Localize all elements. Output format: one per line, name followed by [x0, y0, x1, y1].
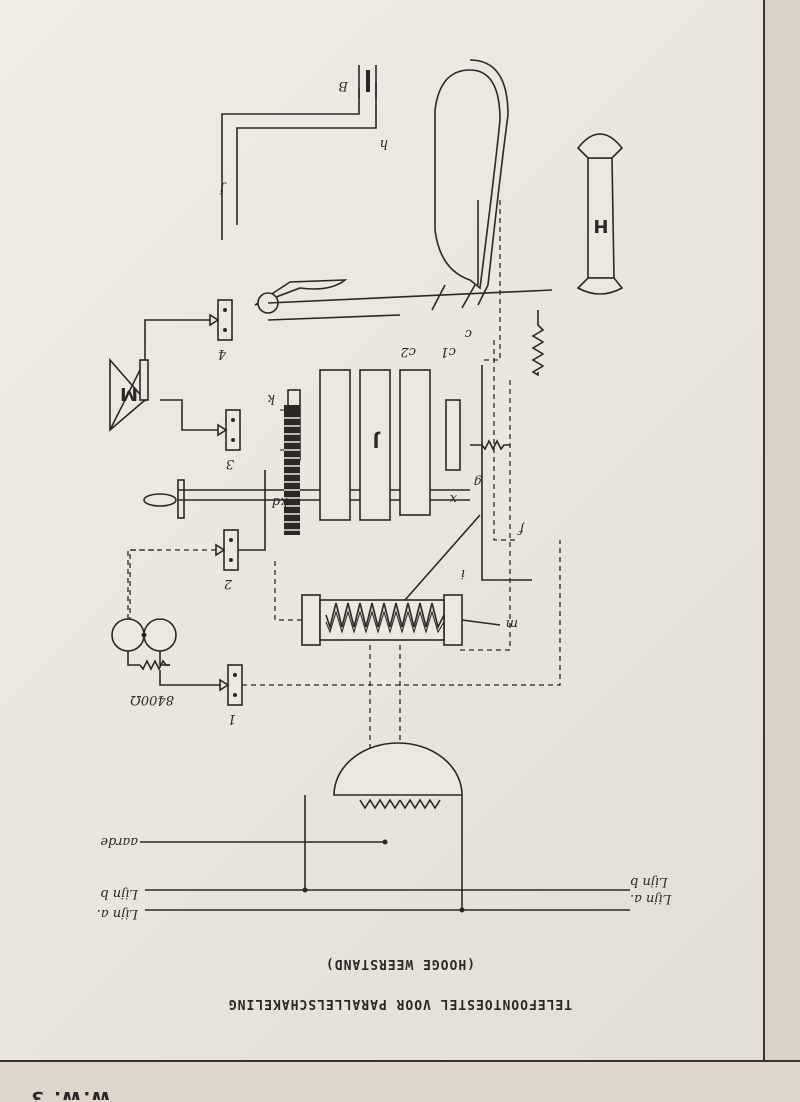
- earth-label: aarde: [100, 834, 138, 849]
- dashed-wire-right-2: [493, 340, 518, 541]
- coil-lead-i: [404, 514, 481, 601]
- terminal-1: 1: [219, 664, 243, 726]
- terminal-2: 2: [215, 529, 239, 591]
- microphone-label: M: [118, 383, 138, 404]
- contact-c1-label: c1: [440, 344, 456, 359]
- hook-lever: [254, 279, 553, 321]
- line-b-label-left: Lijn b: [630, 874, 669, 889]
- small-resistor: [470, 439, 510, 451]
- coil-lead-m: [461, 619, 501, 626]
- microphone: M: [109, 357, 149, 432]
- x-label: x: [449, 491, 457, 506]
- m-label: m: [506, 616, 518, 631]
- handset-label: H: [591, 215, 608, 236]
- contact-spring-c2: [477, 284, 489, 306]
- line-a-label-right: Lijn a.: [97, 906, 139, 921]
- battery-label: B: [338, 78, 349, 93]
- terminal-3-label: 3: [226, 456, 234, 471]
- wire-j: [221, 88, 360, 240]
- inductor-assembly: J: [280, 369, 461, 521]
- hook-resistor: [531, 310, 545, 377]
- terminal-3: 3: [217, 409, 241, 471]
- wire-terminal-1-back: [242, 540, 561, 686]
- wire-h: [236, 82, 377, 225]
- inductor-label: J: [371, 430, 382, 451]
- ringer-bells: 8400Ω: [111, 618, 177, 707]
- wire-terminal-4: [144, 319, 210, 360]
- bell-wire: [127, 549, 160, 619]
- line-b-label-right: Lijn b: [100, 886, 139, 901]
- f-label: f: [517, 521, 525, 536]
- contact-c2-label: c2: [400, 344, 416, 359]
- wire-terminal-2: [129, 549, 216, 645]
- page-reference: W.W. 3: [29, 1087, 110, 1100]
- dashed-wire-right: [460, 380, 511, 651]
- terminal-4-label: 4: [218, 346, 227, 361]
- page-bottom-strip: [0, 1060, 800, 1102]
- battery: B: [338, 65, 377, 98]
- wire-j-label: j: [220, 181, 227, 196]
- wire-terminal-2-back: [238, 470, 266, 551]
- adjacent-page-edge: [763, 0, 800, 1100]
- resistance-label: 8400Ω: [130, 692, 174, 707]
- handset-cord-a: [480, 200, 501, 361]
- diagram-subtitle: (HOOGE WEERSTAND): [325, 956, 475, 971]
- lightning-arrester: [333, 742, 463, 845]
- g-label: g: [474, 474, 482, 489]
- wire-terminal-1: [159, 670, 220, 686]
- gear-wheel: [284, 405, 300, 535]
- contact-c-label: c: [464, 326, 472, 341]
- induction-coil: [301, 594, 463, 646]
- handset: H: [434, 59, 624, 295]
- contact-spring-c: [431, 284, 446, 311]
- terminal-4: 4: [209, 299, 233, 361]
- diagram-title: TELEFOONTOESTEL VOOR PARALLELSCHAKELING: [228, 996, 572, 1011]
- kd-label: kd: [272, 494, 288, 509]
- terminal-2-label: 2: [224, 576, 233, 591]
- wire-terminal-3: [160, 399, 218, 431]
- i-label: i: [461, 566, 465, 581]
- wire-right-3: [481, 365, 532, 581]
- contact-spring-c1: [461, 284, 476, 309]
- terminal-1-label: 1: [228, 711, 236, 726]
- coil-lead-left: [274, 560, 302, 621]
- wire-h-label: h: [380, 136, 388, 151]
- line-a-label-left: Lijn a.: [630, 891, 672, 906]
- k-label: k: [267, 391, 275, 406]
